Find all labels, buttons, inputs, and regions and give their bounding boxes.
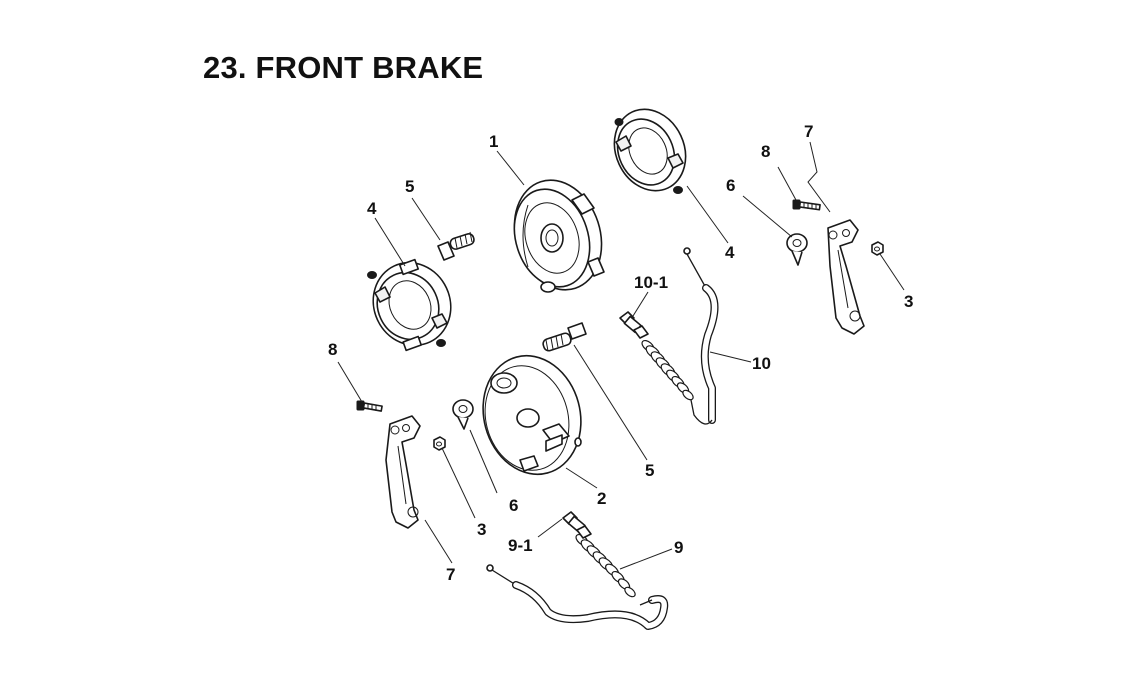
cable-boot-lower [575, 533, 636, 598]
brake-panel-1 [482, 354, 582, 476]
nut-left-3 [433, 436, 446, 451]
bolt-left-8 [356, 400, 383, 412]
label-5-lower: 5 [645, 461, 654, 480]
label-4-right: 4 [725, 243, 735, 262]
diagram-title: 23. FRONT BRAKE [203, 50, 484, 85]
label-10: 10 [752, 354, 771, 373]
callout-labels: 1 5 4 4 6 8 7 3 10-1 10 8 3 6 2 5 7 9-1 … [328, 122, 913, 584]
brake-cam-upper-5 [437, 231, 475, 261]
label-3-left: 3 [477, 520, 486, 539]
nut-right-3 [871, 241, 884, 256]
label-6-left: 6 [509, 496, 518, 515]
leader-lines [337, 141, 905, 570]
brake-shoes-left-4 [367, 258, 452, 352]
washer-left-6 [452, 399, 474, 430]
label-10-1: 10-1 [634, 273, 668, 292]
label-9: 9 [674, 538, 683, 557]
cable-boot-upper [641, 339, 694, 401]
cable-adjuster-9-1 [562, 511, 592, 539]
label-1: 2 [597, 489, 606, 508]
label-2: 1 [489, 132, 498, 151]
brake-cam-lower-5 [542, 322, 587, 352]
label-7-left: 7 [446, 565, 455, 584]
brake-backing-plate-2 [513, 179, 605, 293]
brake-cable-lower-9 [486, 533, 669, 630]
brake-shoes-right-4 [613, 108, 687, 194]
brake-arm-right-7 [827, 219, 865, 335]
bolt-right-8 [792, 199, 821, 211]
label-4-left: 4 [367, 199, 377, 218]
washer-right-6 [786, 233, 808, 266]
label-8-left: 8 [328, 340, 337, 359]
label-8-right: 8 [761, 142, 770, 161]
label-6-right: 6 [726, 176, 735, 195]
label-7-right: 7 [804, 122, 813, 141]
brake-arm-left-7 [385, 415, 421, 529]
label-5-upper: 5 [405, 177, 414, 196]
cable-adjuster-10-1 [619, 311, 649, 339]
label-9-1: 9-1 [508, 536, 533, 555]
label-3-right: 3 [904, 292, 913, 311]
brake-cable-upper-10 [641, 247, 719, 425]
